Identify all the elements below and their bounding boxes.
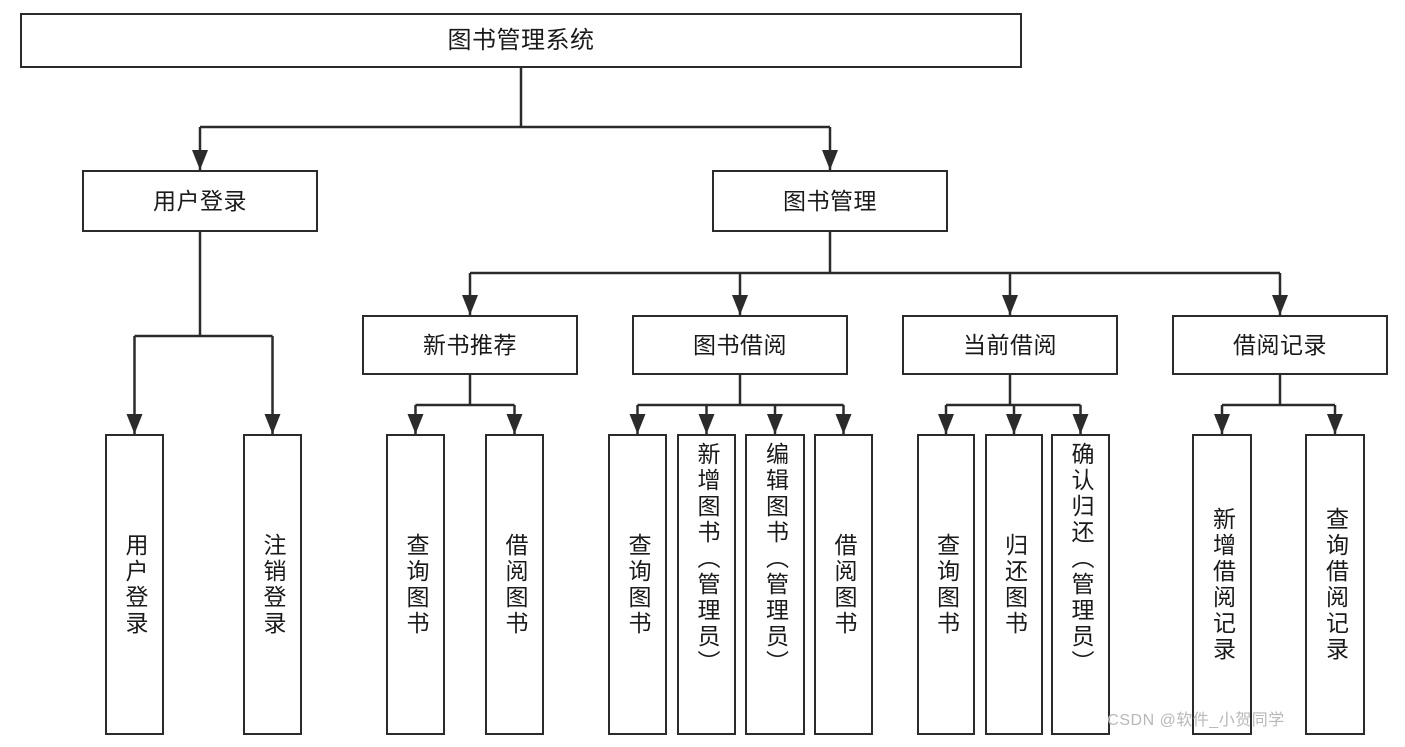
node-label: 查询图书	[625, 532, 651, 637]
node-leaf-edit-book: 编辑图书（管理员）	[745, 434, 805, 735]
node-label: 借阅图书	[502, 532, 528, 637]
edge-arrowhead	[938, 414, 954, 434]
node-label: 用户登录	[153, 187, 247, 214]
edge-arrowhead	[698, 414, 715, 434]
node-label: 用户登录	[122, 532, 148, 637]
node-label: 确认归还（管理员）	[1068, 442, 1094, 676]
node-leaf-query-book-3: 查询图书	[917, 434, 975, 735]
node-label: 归还图书	[1001, 532, 1028, 637]
edge-arrowhead	[264, 414, 281, 434]
node-label: 注销登录	[260, 532, 286, 637]
edge-arrowhead	[1002, 295, 1018, 315]
node-leaf-user-login: 用户登录	[105, 434, 164, 735]
watermark: CSDN @软件_小贺同学	[1107, 712, 1285, 729]
node-leaf-confirm-return: 确认归还（管理员）	[1051, 434, 1110, 735]
node-leaf-query-book-1: 查询图书	[386, 434, 445, 735]
node-root: 图书管理系统	[20, 13, 1022, 68]
node-leaf-query-book-2: 查询图书	[608, 434, 667, 735]
node-label: 图书借阅	[693, 331, 787, 358]
node-label: 借阅记录	[1233, 331, 1327, 358]
edge-arrowhead	[506, 414, 523, 434]
node-book-borrow: 图书借阅	[632, 315, 848, 375]
node-leaf-return-book: 归还图书	[985, 434, 1043, 735]
edge-arrowhead	[192, 150, 208, 170]
node-label: 新书推荐	[423, 331, 517, 358]
node-label: 查询借阅记录	[1322, 506, 1349, 663]
edge-arrowhead	[732, 295, 748, 315]
edge-arrowhead	[835, 414, 852, 434]
node-borrow-record: 借阅记录	[1172, 315, 1388, 375]
node-book-mgmt: 图书管理	[712, 170, 948, 232]
edge-arrowhead	[462, 295, 478, 315]
edge-arrowhead	[629, 414, 646, 434]
node-current-borrow: 当前借阅	[902, 315, 1118, 375]
node-label: 新增图书（管理员）	[694, 442, 720, 676]
edge-arrowhead	[126, 414, 143, 434]
node-label: 编辑图书（管理员）	[762, 442, 789, 676]
node-leaf-borrow-book-1: 借阅图书	[485, 434, 544, 735]
node-leaf-logout-login: 注销登录	[243, 434, 302, 735]
node-leaf-query-record: 查询借阅记录	[1305, 434, 1365, 735]
node-leaf-add-book: 新增图书（管理员）	[677, 434, 736, 735]
edge-arrowhead	[1327, 414, 1343, 434]
node-user-login: 用户登录	[82, 170, 318, 232]
edge-arrowhead	[1214, 414, 1230, 434]
edge-arrowhead	[822, 150, 838, 170]
edge-arrowhead	[1072, 414, 1089, 434]
node-label: 查询图书	[403, 532, 429, 637]
edge-arrowhead	[767, 414, 783, 434]
edge-arrowhead	[407, 414, 424, 434]
node-label: 借阅图书	[831, 532, 857, 637]
edge-arrowhead	[1272, 295, 1288, 315]
node-leaf-add-record: 新增借阅记录	[1192, 434, 1252, 735]
node-label: 图书管理	[783, 187, 877, 214]
node-label: 查询图书	[933, 532, 960, 637]
node-label: 图书管理系统	[447, 26, 595, 54]
node-new-book-rec: 新书推荐	[362, 315, 578, 375]
node-leaf-borrow-book-2: 借阅图书	[814, 434, 873, 735]
node-label: 当前借阅	[963, 331, 1057, 358]
node-label: 新增借阅记录	[1209, 506, 1236, 663]
edge-arrowhead	[1006, 414, 1022, 434]
